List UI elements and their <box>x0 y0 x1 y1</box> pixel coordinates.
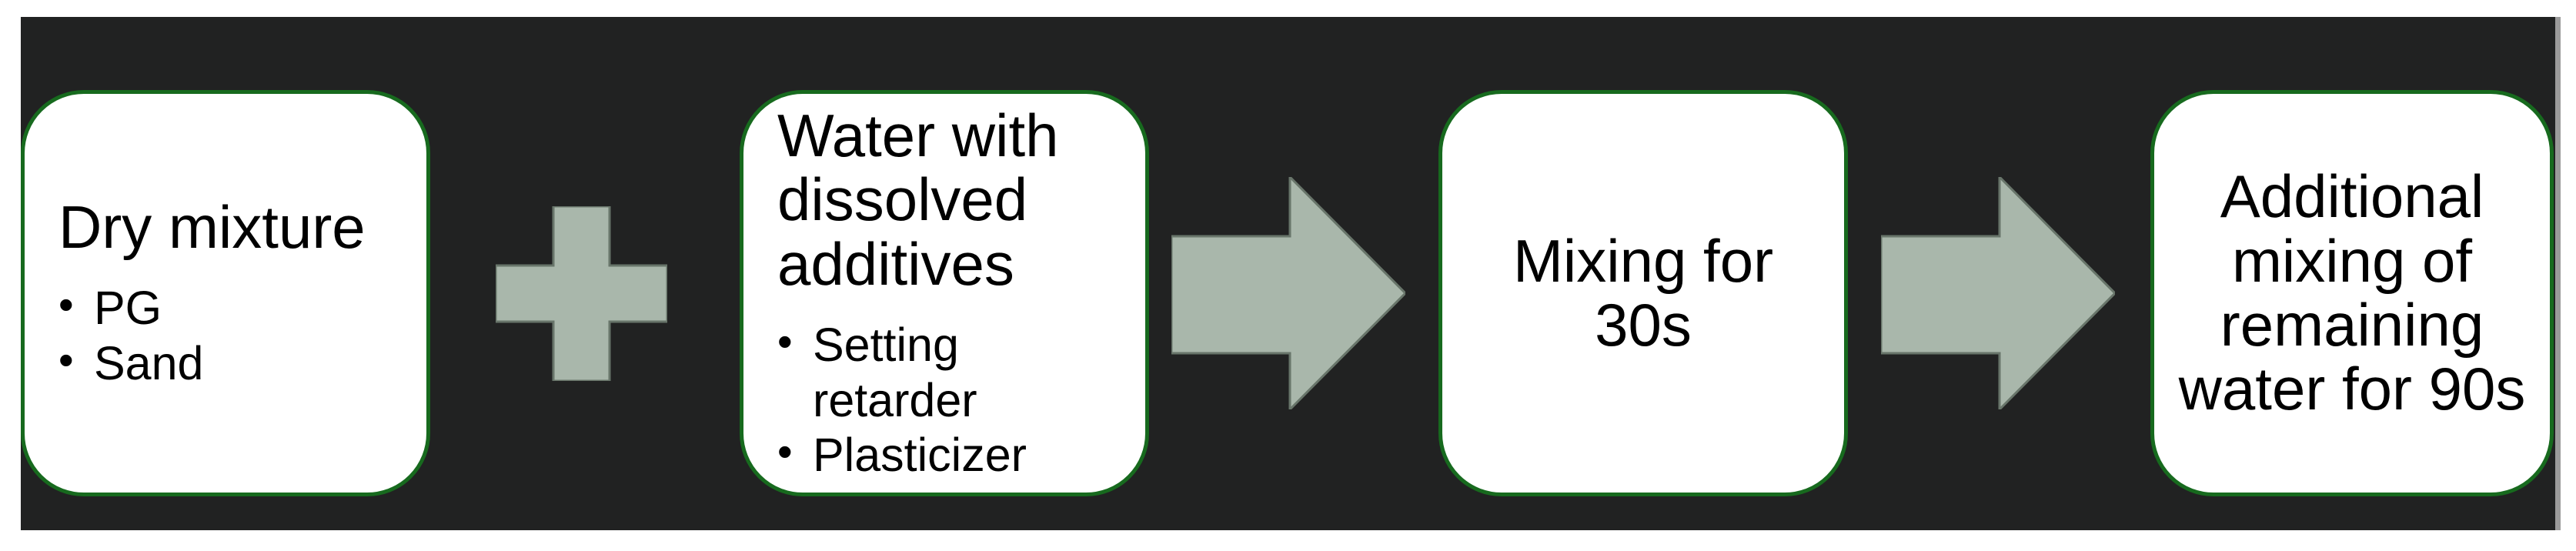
bullet-item: Plasticizer <box>777 426 1125 483</box>
process-box-additional-mixing: Additional mixing of remaining water for… <box>2150 90 2554 496</box>
bullet-item: PG <box>58 279 406 336</box>
bullet-item: Setting retarder <box>777 316 1125 428</box>
arrow-right-icon <box>1881 177 2115 409</box>
bullet-item: Sand <box>58 335 406 391</box>
box-title: Mixing for 30s <box>1512 226 1774 359</box>
process-box-mixing-30s: Mixing for 30s <box>1438 90 1848 496</box>
process-box-dry-mixture: Dry mixture PG Sand <box>21 90 430 496</box>
process-flow-canvas: Dry mixture PG Sand Water with dissolved… <box>21 17 2555 530</box>
box-title: Water with dissolved additives <box>777 101 1059 298</box>
bullet-list: PG Sand <box>58 279 406 391</box>
bullet-list: Setting retarder Plasticizer <box>777 316 1125 483</box>
slide-edge-strip <box>2555 17 2561 530</box>
process-box-water-additives: Water with dissolved additives Setting r… <box>740 90 1149 496</box>
plus-icon <box>496 205 667 381</box>
box-title: Additional mixing of remaining water for… <box>2178 162 2526 423</box>
arrow-right-icon <box>1171 177 1405 409</box>
box-title: Dry mixture <box>58 192 366 261</box>
